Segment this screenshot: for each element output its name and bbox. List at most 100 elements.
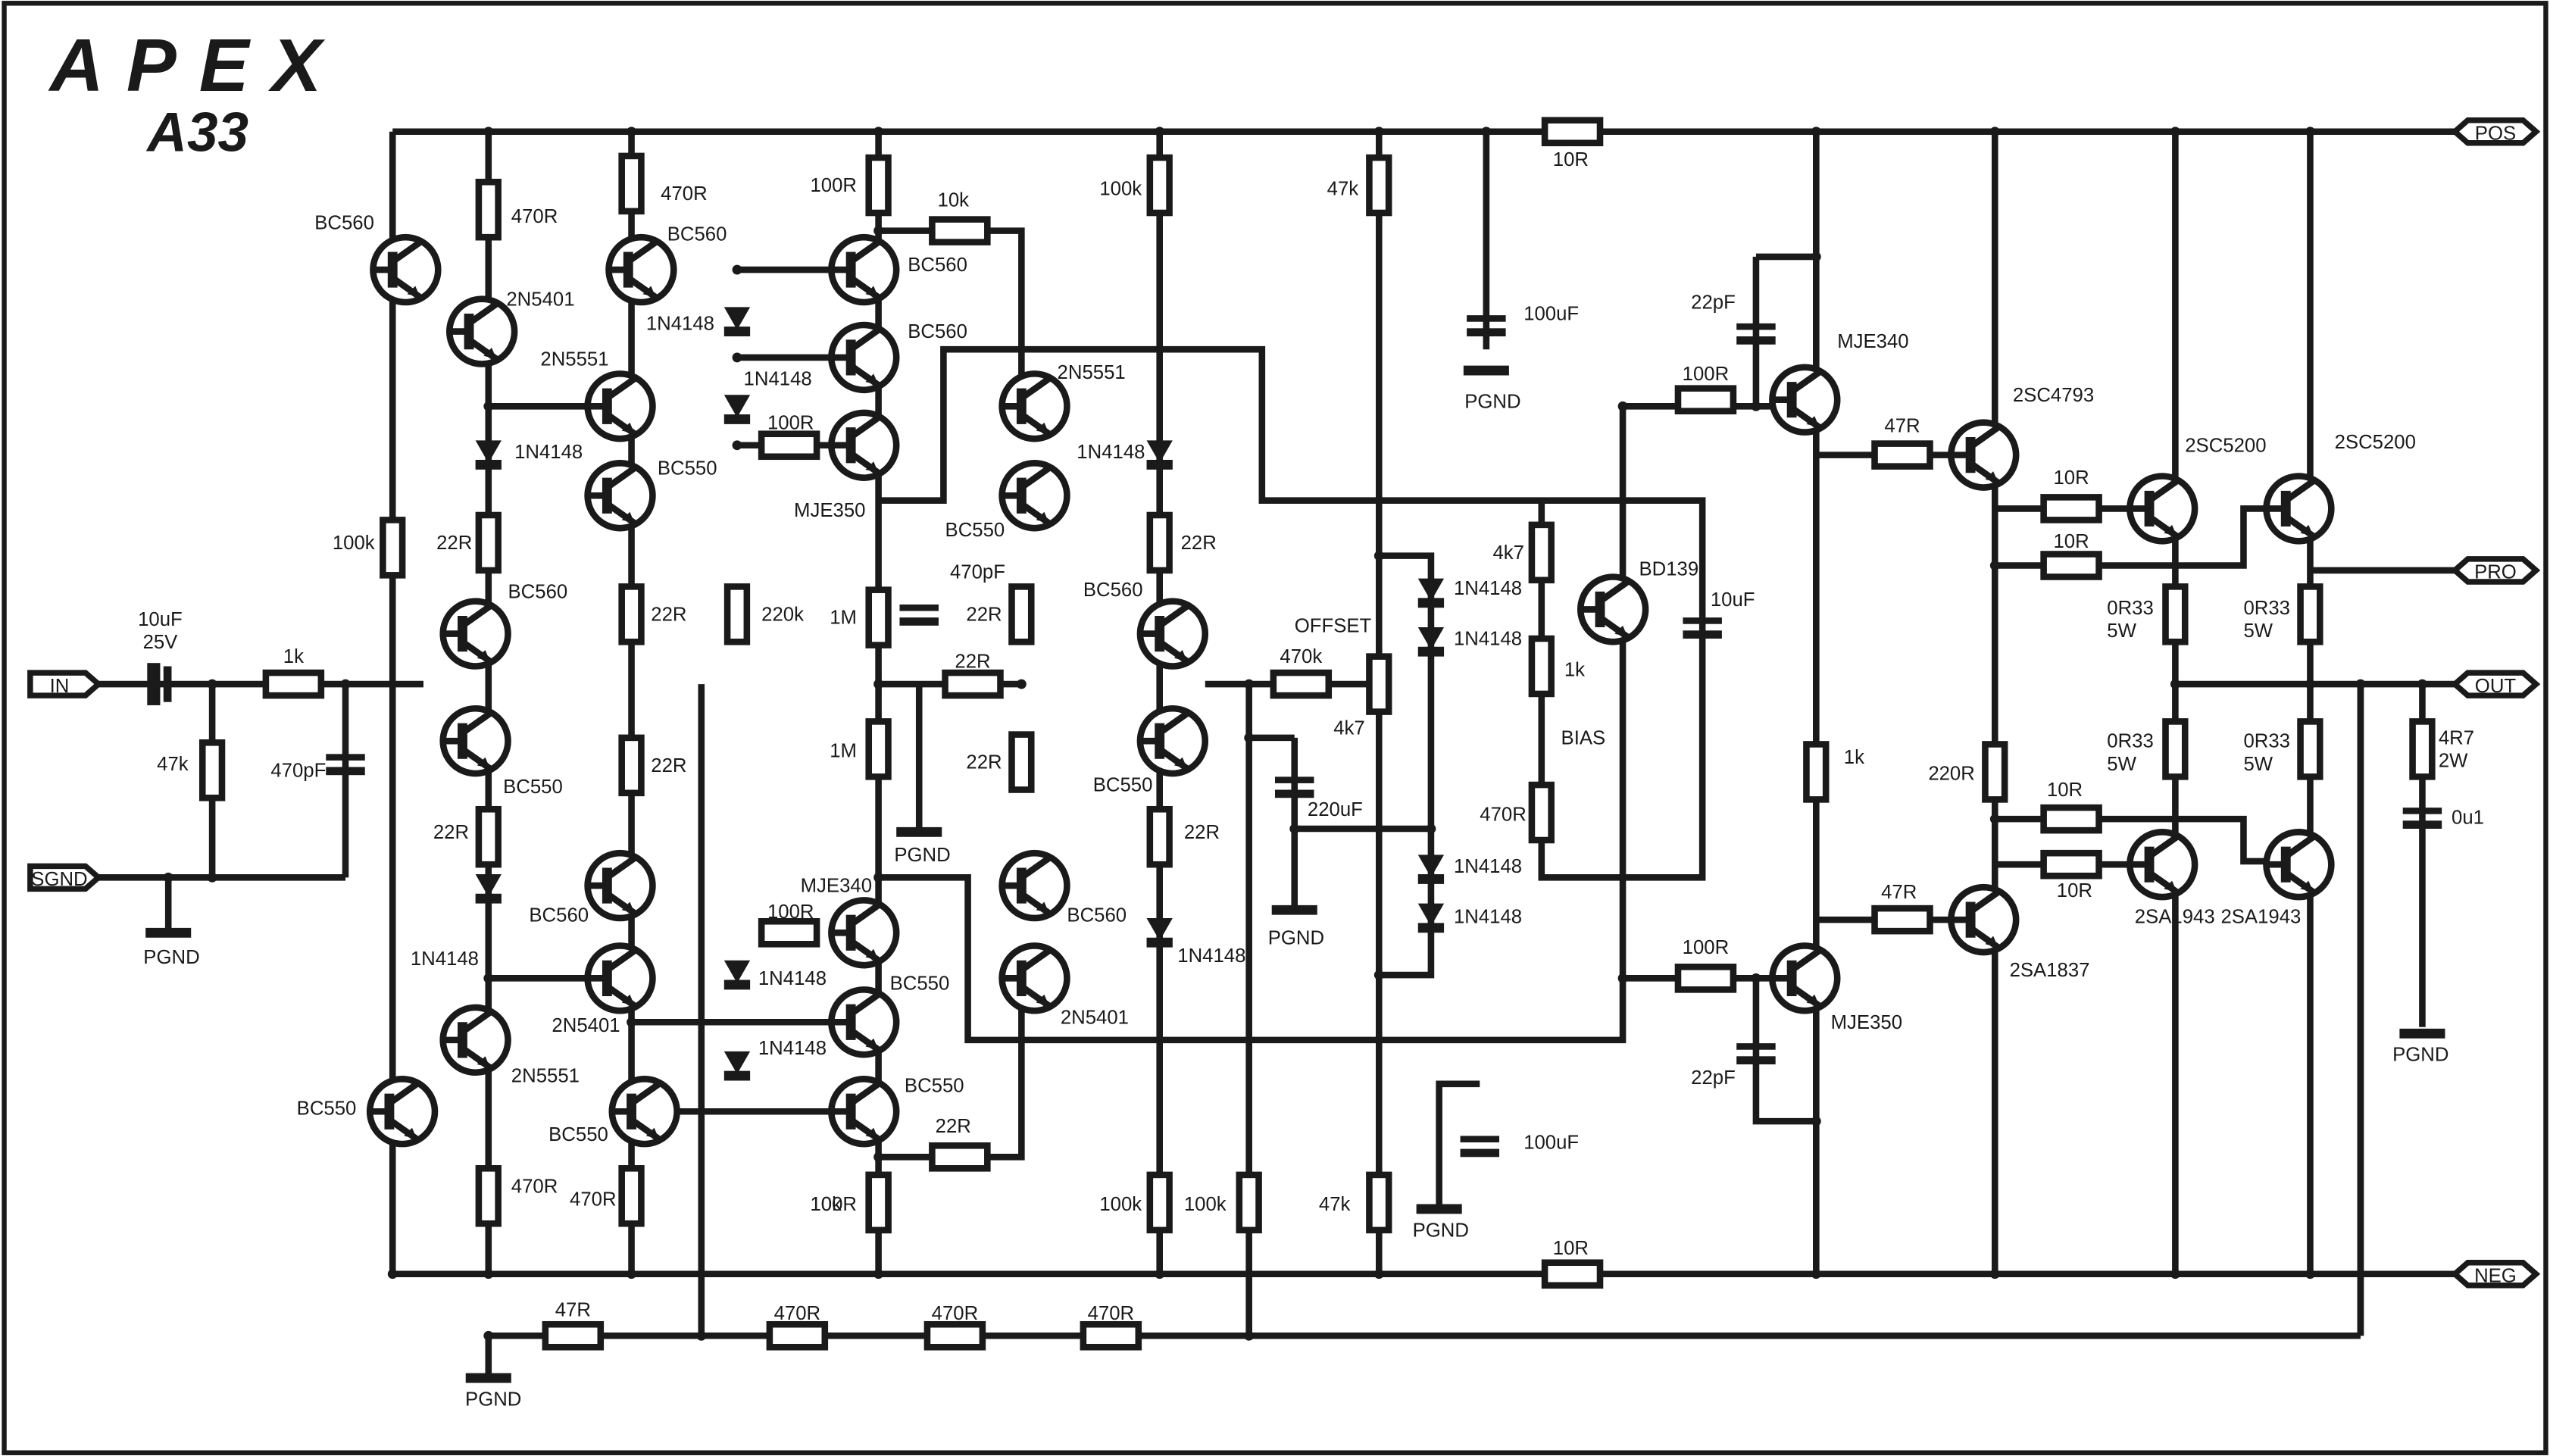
resistor: [475, 1165, 502, 1227]
resistor-value: 470R: [1480, 804, 1527, 825]
resistor: [1366, 1171, 1392, 1234]
resistor: [2409, 718, 2436, 780]
resistor-value: 22R: [651, 755, 686, 776]
port-sgnd: [27, 863, 103, 892]
resistor: [2162, 583, 2189, 645]
transistor: [1948, 419, 2020, 491]
diode: [723, 1051, 751, 1074]
offset-label: OFFSET: [1295, 615, 1372, 636]
transistor-part-number: 2N5401: [506, 289, 574, 310]
transistor-part-number: BC560: [1067, 905, 1127, 926]
wire: [1995, 815, 2277, 865]
transistor: [828, 321, 900, 394]
junction-dot: [483, 1269, 494, 1279]
junction-dot: [2305, 127, 2315, 137]
resistor-value: 470R: [661, 183, 708, 205]
diode: [723, 960, 751, 983]
resistor-value: 100R: [811, 175, 858, 196]
transistor: [439, 1004, 511, 1076]
transistor: [1769, 364, 1841, 436]
transistor-part-number: 2N5551: [540, 349, 608, 370]
resistor: [2162, 718, 2189, 780]
resistor-value: 220R: [1928, 764, 1975, 785]
transistor: [584, 370, 656, 442]
transistor: [584, 849, 656, 922]
resistor-value: 22R: [651, 604, 686, 625]
transistor: [439, 598, 511, 670]
model-title: A33: [145, 102, 248, 163]
junction-dot: [873, 1269, 884, 1279]
resistor: [1080, 1320, 1142, 1351]
capacitor-value: 100uF: [1523, 304, 1579, 325]
junction-dot: [696, 1330, 707, 1341]
wire: [878, 345, 1706, 881]
junction-dot: [1289, 823, 1300, 834]
resistor-value: 100R: [1683, 364, 1730, 385]
capacitor-plate: [1460, 1148, 1500, 1158]
components: [27, 117, 2541, 1383]
resistor: [2040, 849, 2102, 880]
transistor: [828, 1076, 900, 1148]
junction-dot: [2305, 679, 2315, 689]
resistor-value: 470k: [1280, 646, 1322, 667]
diode: [723, 307, 751, 330]
port-neg: [2450, 1259, 2541, 1289]
resistor-value: 1k: [283, 646, 304, 667]
capacitor-plate: [147, 663, 161, 705]
resistor-value: 10k: [811, 1194, 842, 1215]
resistor: [865, 154, 892, 217]
transistor: [2127, 473, 2198, 545]
transistor: [998, 370, 1070, 442]
transistor-part-number: BC550: [548, 1124, 608, 1145]
junction-dot: [1244, 1330, 1255, 1341]
transistor-part-number: BC560: [314, 212, 374, 233]
resistor-value: 10R: [2053, 531, 2089, 552]
transistor-part-number: 2N5551: [511, 1066, 580, 1087]
capacitor-plate: [1683, 630, 1722, 639]
transistor: [2263, 828, 2335, 901]
resistor: [618, 583, 645, 645]
capacitor-value: 100uF: [1523, 1133, 1579, 1154]
transistor: [370, 233, 442, 306]
transistor-part-number: BC560: [908, 321, 967, 342]
wire: [1752, 978, 1817, 1125]
resistor-value: 470R: [570, 1189, 617, 1211]
transistor-part-number: BD139: [1639, 558, 1698, 580]
capacitor-plate: [899, 604, 939, 611]
diode: [1146, 917, 1173, 942]
resistor: [475, 805, 502, 868]
wire: [1379, 552, 1435, 979]
diode-part-number: 1N4148: [1454, 906, 1522, 927]
capacitor-plate: [1460, 1136, 1500, 1142]
transistor: [998, 849, 1070, 922]
resistor-value: 22R: [1181, 533, 1217, 554]
ground-label: PGND: [143, 947, 199, 968]
resistor: [618, 734, 645, 797]
resistor-value: 470R: [932, 1303, 979, 1324]
resistor-value: 100R: [767, 901, 814, 923]
capacitor-value: 22pF: [1691, 1067, 1736, 1089]
resistor: [929, 216, 991, 245]
capacitor-value: 10uF: [1711, 589, 1755, 611]
resistor: [723, 583, 751, 645]
capacitor-value: 0u1: [2452, 808, 2484, 829]
capacitor-plate: [1275, 776, 1314, 783]
junction-dot: [732, 352, 742, 363]
resistor: [758, 430, 820, 461]
resistor: [865, 586, 892, 648]
resistor: [1871, 440, 1933, 470]
resistor: [2040, 551, 2102, 580]
transistor-part-number: BC550: [945, 520, 1005, 541]
resistor: [1008, 583, 1035, 645]
port-pro: [2450, 556, 2541, 585]
junction-dot: [732, 440, 742, 451]
junction-dot: [163, 872, 173, 883]
resistor-value: 100R: [811, 1194, 858, 1215]
junction-dot: [207, 872, 217, 883]
capacitor-plate: [326, 754, 365, 761]
resistor: [542, 1320, 605, 1351]
transistor: [608, 1076, 680, 1148]
